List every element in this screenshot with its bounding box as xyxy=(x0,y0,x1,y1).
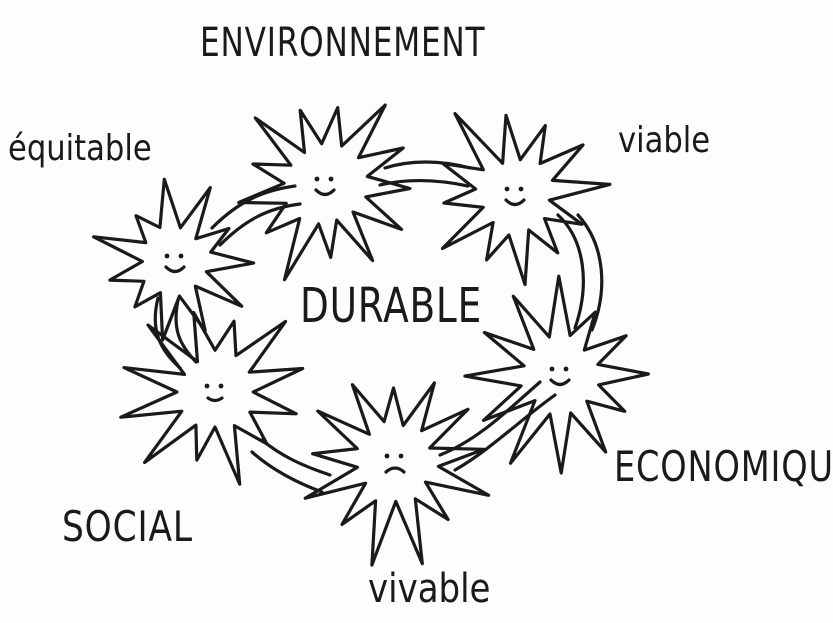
left-eye xyxy=(504,186,510,192)
intersection-equitable-label: équitable xyxy=(8,128,152,169)
left-eye xyxy=(549,366,555,372)
mouth xyxy=(504,198,526,207)
creature-viable xyxy=(440,112,612,287)
pillar-social-label: SOCIAL xyxy=(62,502,193,551)
center-durable-label: DURABLE xyxy=(300,278,483,334)
creature-body xyxy=(440,112,612,287)
right-eye xyxy=(178,253,184,259)
creature-body xyxy=(237,103,412,282)
creature-equitable xyxy=(92,177,256,342)
intersection-viable-label: viable xyxy=(618,120,711,161)
creature-social xyxy=(119,310,305,486)
mouth xyxy=(314,188,336,197)
pillar-environment-label: ENVIRONNEMENT xyxy=(200,20,486,66)
mouth xyxy=(384,466,406,474)
creature-body xyxy=(463,274,650,475)
creature-body xyxy=(303,381,491,567)
left-eye xyxy=(314,176,320,182)
mouth xyxy=(549,378,571,387)
right-eye xyxy=(518,186,524,192)
creature-economic xyxy=(463,274,650,475)
ring-arms xyxy=(153,160,604,494)
creature-environment xyxy=(237,103,412,282)
left-eye xyxy=(204,383,210,389)
intersection-livable-label: vivable xyxy=(368,566,491,612)
pillar-economic-label: ECONOMIQUE xyxy=(614,442,833,491)
right-eye xyxy=(328,176,334,182)
right-eye xyxy=(218,383,224,389)
mouth xyxy=(206,396,224,403)
creatures xyxy=(92,103,650,567)
right-eye xyxy=(563,366,569,372)
mouth xyxy=(164,265,186,274)
left-eye xyxy=(384,453,390,459)
left-eye xyxy=(164,253,170,259)
creature-body xyxy=(119,310,305,486)
creature-livable xyxy=(303,381,491,567)
right-eye xyxy=(398,453,404,459)
creature-body xyxy=(92,177,256,342)
